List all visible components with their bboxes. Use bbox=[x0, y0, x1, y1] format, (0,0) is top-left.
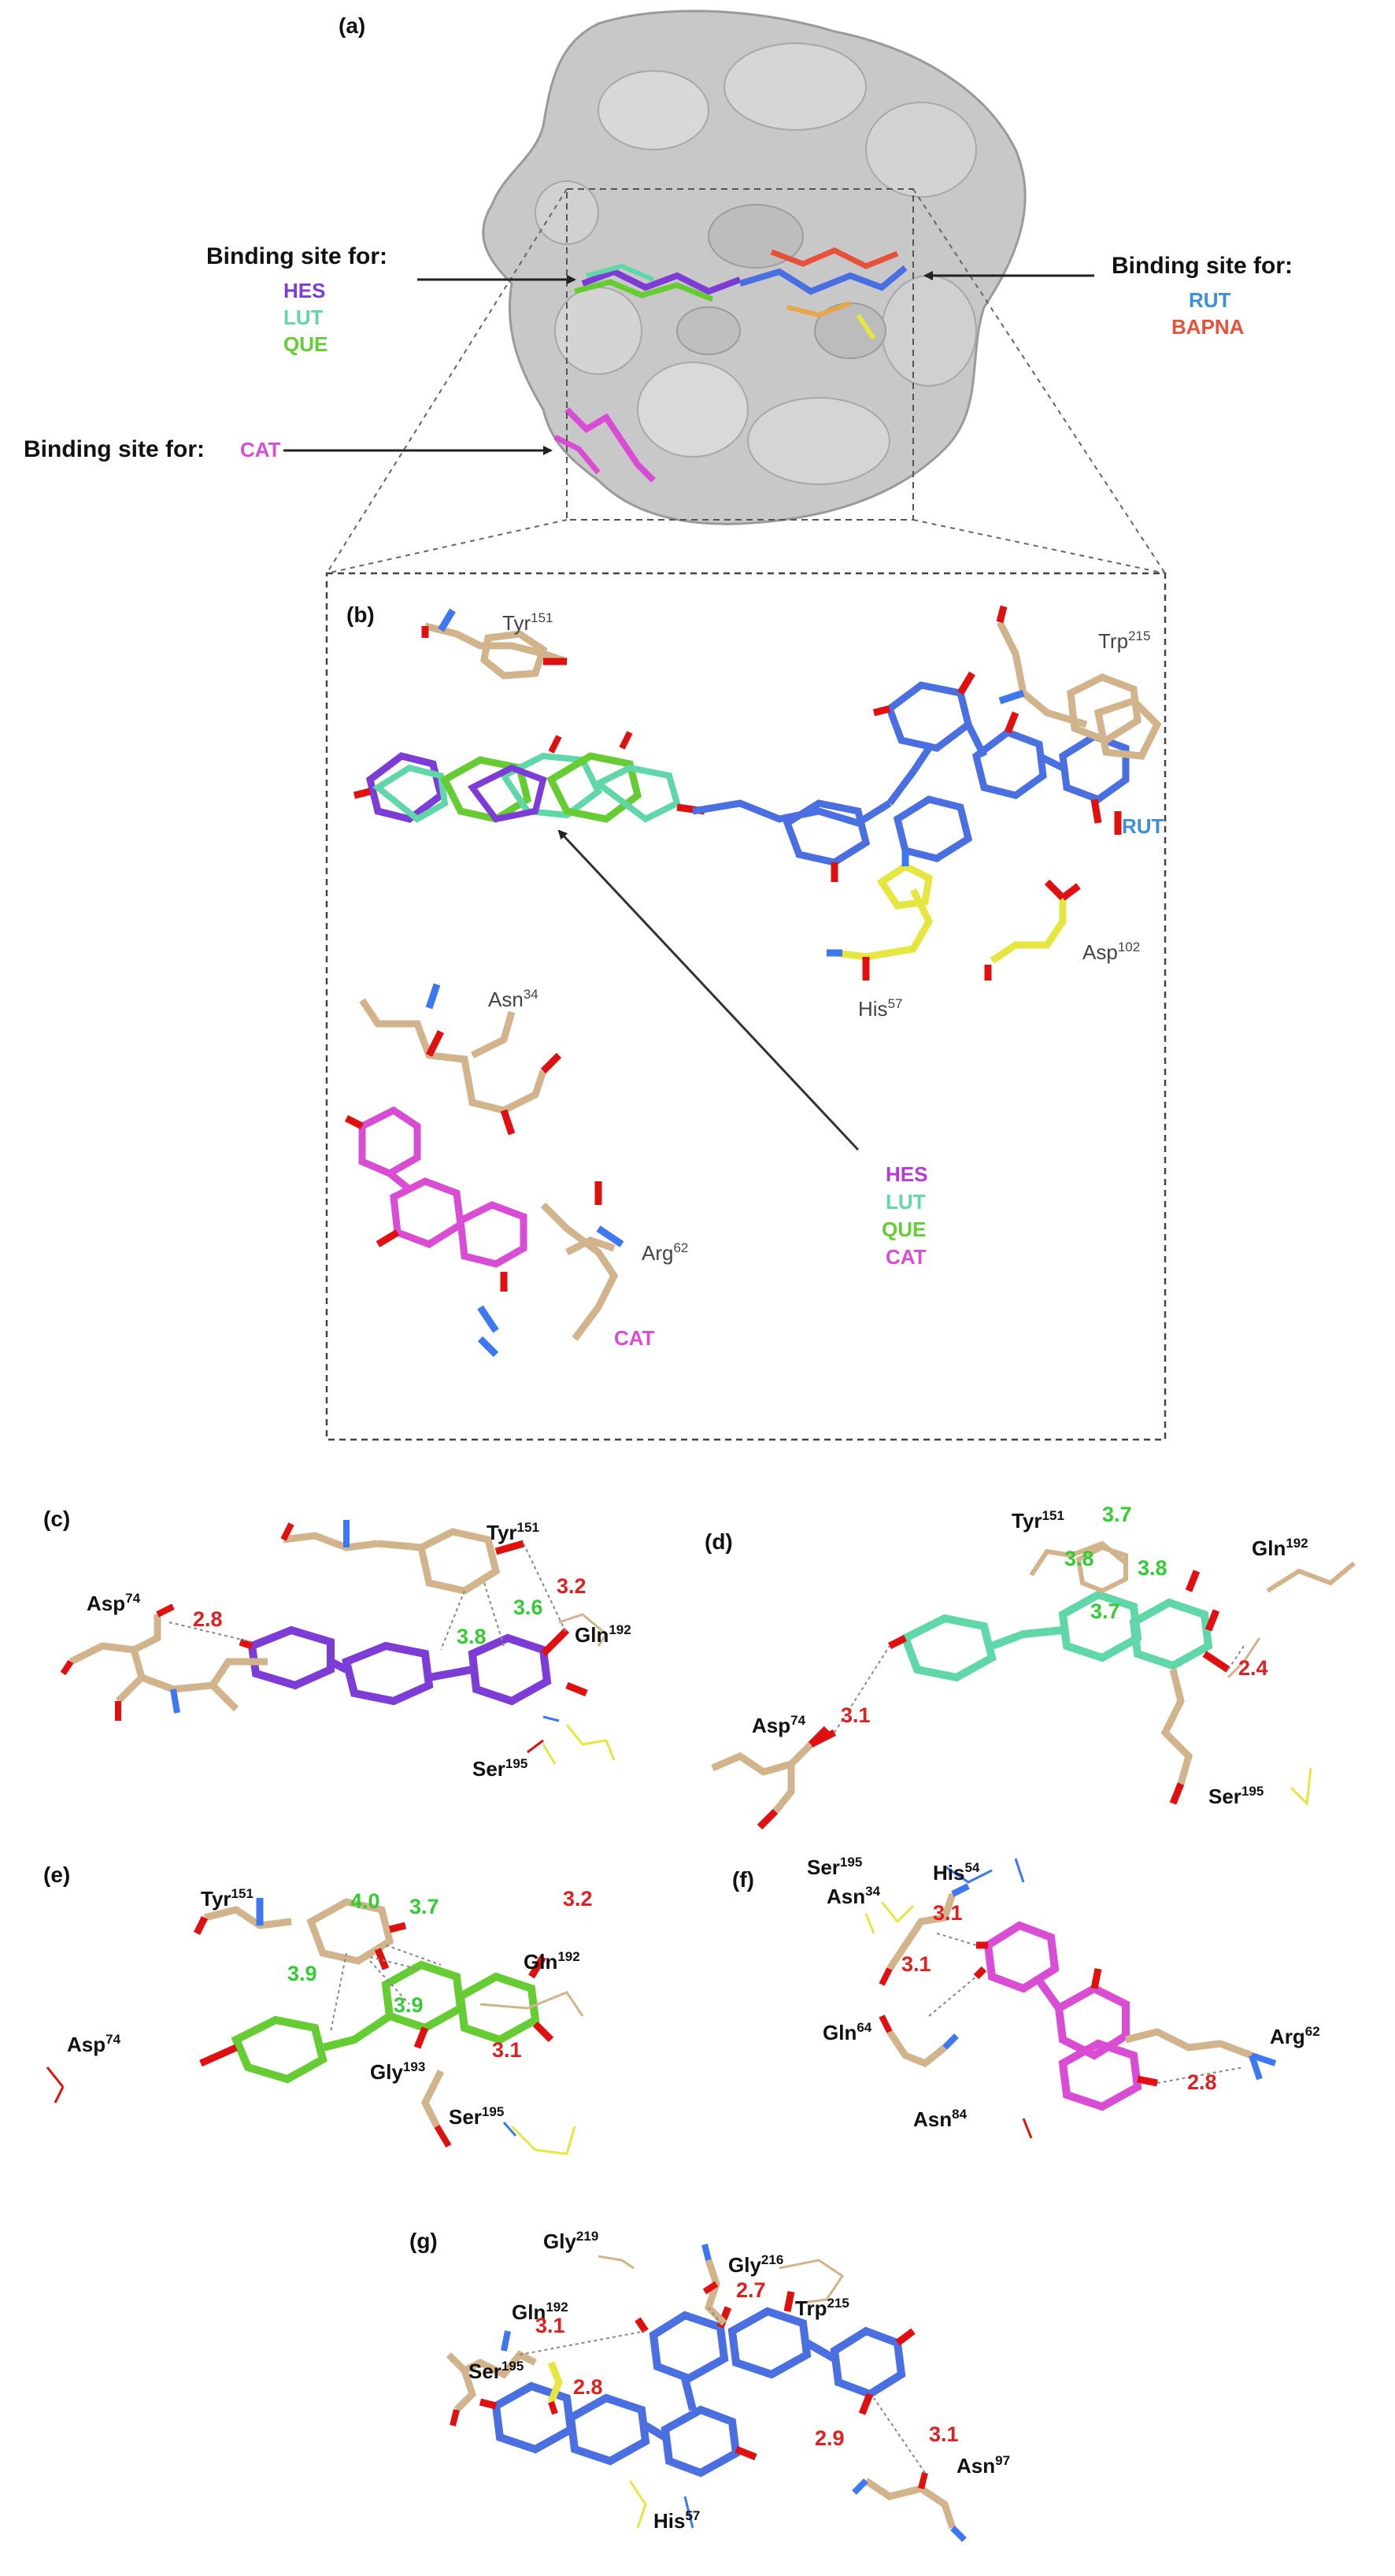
residue-label-gly193-e: Gly193 bbox=[370, 2059, 425, 2084]
distance-f-2-8: 2.8 bbox=[1187, 2070, 1217, 2094]
protein-surface bbox=[482, 9, 1027, 525]
residue-label-asp102: Asp102 bbox=[1082, 940, 1140, 964]
residue-label-asp74-d: Asp74 bbox=[752, 1713, 806, 1737]
residue-label-asn34-f: Asn34 bbox=[827, 1884, 881, 1908]
distance-c-3-2: 3.2 bbox=[557, 1574, 586, 1598]
panel-label-f: (f) bbox=[732, 1867, 754, 1892]
distance-c-2-8: 2.8 bbox=[193, 1607, 223, 1631]
legend-lut: LUT bbox=[886, 1190, 926, 1214]
residue-label-ser195-g: Ser195 bbox=[468, 2359, 524, 2383]
panel-f-structures bbox=[864, 1858, 1277, 2139]
panel-label-a: (a) bbox=[339, 13, 365, 38]
ligand-label-rut: RUT bbox=[1189, 288, 1231, 312]
zoom-region-box bbox=[566, 188, 914, 521]
residue-label-asp74-c: Asp74 bbox=[87, 1591, 141, 1615]
ligand-label-cat: CAT bbox=[240, 438, 281, 461]
distance-e-3-9a: 3.9 bbox=[287, 1962, 317, 1985]
distance-f-3-1a: 3.1 bbox=[933, 1901, 963, 1925]
distance-d-3-7a: 3.7 bbox=[1102, 1503, 1132, 1526]
residue-label-trp215-g: Trp215 bbox=[795, 2296, 849, 2320]
distance-d-3-8b: 3.8 bbox=[1138, 1556, 1167, 1580]
panel-e-structures bbox=[46, 1898, 584, 2155]
ligand-label-que: QUE bbox=[283, 332, 327, 356]
residue-label-gln192-c: Gln192 bbox=[575, 1622, 631, 1647]
distance-d-3-7b: 3.7 bbox=[1090, 1599, 1120, 1623]
residue-label-gln192-g: Gln192 bbox=[512, 2300, 568, 2324]
distance-g-3-1b: 3.1 bbox=[929, 2422, 959, 2446]
binding-site-label-cat: Binding site for: bbox=[24, 436, 205, 462]
panel-b-structures bbox=[344, 605, 1162, 1358]
residue-label-his54-f: His54 bbox=[933, 1860, 980, 1885]
residue-label-ser195-d: Ser195 bbox=[1208, 1784, 1264, 1808]
residue-label-ser195-f: Ser195 bbox=[807, 1855, 862, 1879]
distance-e-3-1: 3.1 bbox=[492, 2038, 522, 2062]
zoom-line-right-bottom bbox=[912, 519, 1166, 574]
residue-label-gly219-g: Gly219 bbox=[543, 2229, 598, 2253]
arrow-flavonoid-site bbox=[557, 829, 860, 1151]
residue-label-tyr151-e: Tyr151 bbox=[201, 1886, 253, 1911]
distance-e-3-9b: 3.9 bbox=[394, 1993, 424, 2017]
ligand-label-hes: HES bbox=[283, 279, 325, 302]
panel-label-g: (g) bbox=[409, 2229, 438, 2253]
legend-cat: CAT bbox=[886, 1245, 927, 1269]
distance-c-3-6: 3.6 bbox=[513, 1596, 543, 1619]
residue-label-ser195-c: Ser195 bbox=[472, 1756, 527, 1781]
ligand-label-rut-b: RUT bbox=[1122, 814, 1164, 838]
residue-label-gln192-d: Gln192 bbox=[1252, 1536, 1308, 1560]
panel-c-structures bbox=[60, 1520, 616, 1765]
distance-g-2-7: 2.7 bbox=[736, 2278, 766, 2302]
ligand-label-bapna: BAPNA bbox=[1171, 315, 1245, 339]
residue-label-his57: His57 bbox=[858, 996, 902, 1021]
panel-b-frame bbox=[325, 572, 1167, 1441]
residue-label-tyr151-d: Tyr151 bbox=[1012, 1508, 1064, 1533]
residue-label-asn34: Asn34 bbox=[488, 987, 538, 1011]
zoom-line-left-bottom bbox=[326, 519, 568, 574]
distance-d-3-1: 3.1 bbox=[841, 1703, 871, 1727]
residue-label-his57-g: His57 bbox=[653, 2508, 700, 2533]
distance-c-3-8: 3.8 bbox=[457, 1625, 487, 1648]
distance-e-4-0: 4.0 bbox=[350, 1889, 380, 1913]
residue-label-gly216-g: Gly216 bbox=[728, 2252, 783, 2277]
residue-label-gln64-f: Gln64 bbox=[823, 2020, 872, 2044]
residue-label-tyr151-c: Tyr151 bbox=[487, 1520, 539, 1544]
distance-f-3-1b: 3.1 bbox=[901, 1952, 931, 1976]
legend-que: QUE bbox=[882, 1218, 926, 1241]
residue-label-tyr151: Tyr151 bbox=[502, 610, 553, 635]
ligand-label-lut: LUT bbox=[283, 306, 324, 329]
residue-label-asn97-g: Asn97 bbox=[957, 2453, 1010, 2478]
legend-hes: HES bbox=[886, 1162, 927, 1186]
residue-label-trp215: Trp215 bbox=[1098, 628, 1150, 653]
residue-label-arg62-f: Arg62 bbox=[1270, 2024, 1320, 2048]
panel-label-e: (e) bbox=[43, 1863, 70, 1887]
panel-label-c: (c) bbox=[43, 1507, 70, 1531]
residue-label-asp74-e: Asp74 bbox=[67, 2032, 121, 2056]
distance-g-3-1a: 3.1 bbox=[535, 2314, 565, 2337]
distance-e-3-2: 3.2 bbox=[563, 1887, 593, 1911]
bound-ligands-overview bbox=[553, 247, 908, 483]
panel-label-b: (b) bbox=[346, 602, 375, 627]
distance-d-3-8a: 3.8 bbox=[1064, 1547, 1094, 1570]
binding-site-label-left: Binding site for: bbox=[206, 243, 387, 269]
ligand-label-cat-b: CAT bbox=[614, 1326, 655, 1350]
distance-d-2-4: 2.4 bbox=[1238, 1656, 1268, 1680]
distance-g-2-8: 2.8 bbox=[573, 2375, 603, 2399]
residue-label-arg62: Arg62 bbox=[642, 1240, 688, 1265]
binding-site-label-right: Binding site for: bbox=[1112, 253, 1293, 279]
panel-d-structures bbox=[711, 1540, 1356, 1830]
panel-g-structures bbox=[446, 2244, 967, 2542]
distance-e-3-7: 3.7 bbox=[409, 1895, 439, 1918]
panel-label-d: (d) bbox=[705, 1529, 733, 1554]
residue-label-gln192-e: Gln192 bbox=[524, 1949, 580, 1974]
residue-label-asn84-f: Asn84 bbox=[913, 2107, 968, 2131]
distance-g-2-9: 2.9 bbox=[815, 2426, 845, 2450]
zoom-line-right bbox=[912, 188, 1166, 574]
residue-label-ser195-e: Ser195 bbox=[449, 2104, 504, 2129]
